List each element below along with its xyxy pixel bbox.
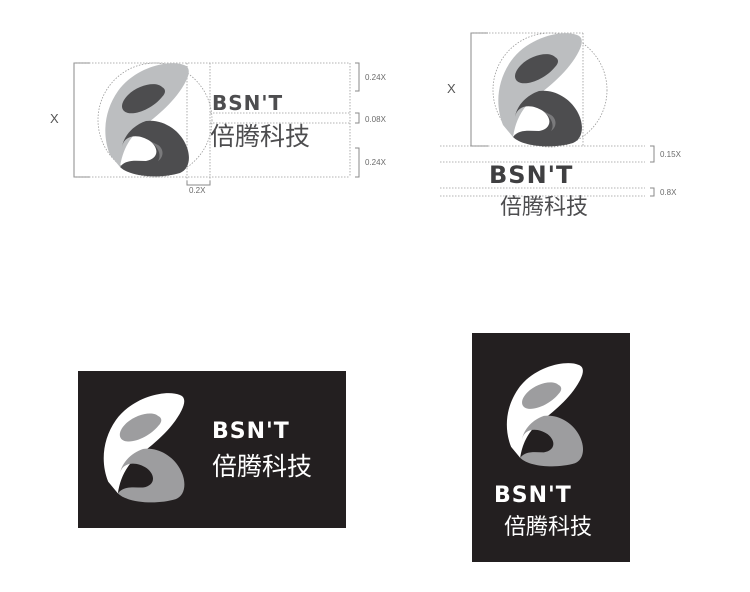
horizontal-inverse-panel: BSN'T 倍腾科技	[78, 371, 346, 528]
logo-mark-icon	[105, 63, 189, 177]
height-x-label: X	[50, 111, 59, 126]
chinese-name-text: 倍腾科技	[212, 452, 313, 481]
height-x-label: X	[447, 81, 456, 96]
chinese-name-text: 倍腾科技	[500, 195, 589, 220]
logo-mark-icon	[498, 33, 582, 147]
chinese-name-text: 倍腾科技	[210, 122, 311, 151]
gap-label: 0.2X	[189, 186, 206, 195]
vertical-inverse-panel: BSN'T 倍腾科技	[472, 333, 630, 562]
spacing-label-bottom: 0.24X	[365, 158, 386, 167]
logo-mark-inverse-icon	[103, 393, 185, 503]
logo-mark-inverse-icon	[506, 363, 584, 467]
wordmark-text: BSN'T	[212, 419, 290, 444]
wordmark-text: BSN'T	[212, 91, 284, 115]
wordmark-text: BSN'T	[489, 161, 574, 189]
wordmark-text: BSN'T	[494, 483, 572, 508]
chinese-name-text: 倍腾科技	[504, 515, 593, 540]
spacing-label-bottom: 0.8X	[660, 188, 677, 197]
spacing-label-top: 0.24X	[365, 73, 386, 82]
spacing-label-top: 0.15X	[660, 150, 681, 159]
spacing-label-middle: 0.08X	[365, 115, 386, 124]
